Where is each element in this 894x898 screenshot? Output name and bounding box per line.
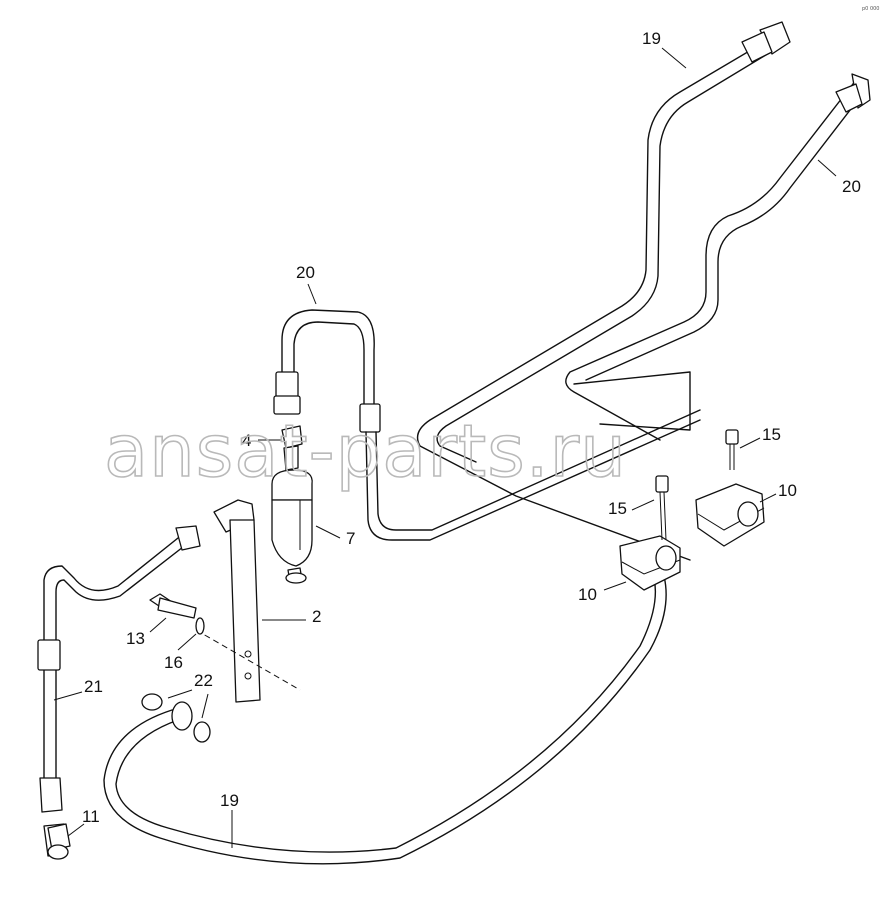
leader-lines <box>53 47 837 848</box>
screw-15-mid <box>655 475 669 541</box>
callout-10-left: 10 <box>578 585 597 604</box>
pipe-19-upper <box>416 21 791 561</box>
callout-16: 16 <box>164 653 183 672</box>
callout-11: 11 <box>82 807 100 826</box>
callout-19-top: 19 <box>642 29 661 48</box>
clamp-10-left <box>619 535 681 591</box>
clamp-10-right <box>695 483 765 547</box>
screw-15-right <box>725 429 739 470</box>
callout-15-right: 15 <box>762 425 781 444</box>
callout-2: 2 <box>312 607 321 626</box>
pipe-19-lower <box>103 575 667 865</box>
callout-22: 22 <box>194 671 213 690</box>
callout-20-right: 20 <box>842 177 861 196</box>
callout-labels: 19 20 20 4 15 10 15 7 2 13 16 22 21 10 1… <box>82 29 861 826</box>
callout-20-left: 20 <box>296 263 315 282</box>
watermark: ansat-parts.ru <box>104 409 627 493</box>
callout-13: 13 <box>126 629 145 648</box>
pipe-20-right <box>565 73 871 441</box>
fitting-11 <box>47 823 71 860</box>
bolt-13 <box>149 593 197 619</box>
callout-15-mid: 15 <box>608 499 627 518</box>
bracket-2 <box>195 499 301 703</box>
pipe-20-left <box>273 309 701 541</box>
washer-16 <box>195 617 205 635</box>
pipe-21 <box>37 525 201 857</box>
callout-4: 4 <box>242 431 251 450</box>
callout-19-bottom: 19 <box>220 791 239 810</box>
callout-21: 21 <box>84 677 103 696</box>
corner-mark: p0 000 <box>862 6 880 12</box>
filter-7 <box>271 425 313 584</box>
callout-10-right: 10 <box>778 481 797 500</box>
callout-7: 7 <box>346 529 355 548</box>
